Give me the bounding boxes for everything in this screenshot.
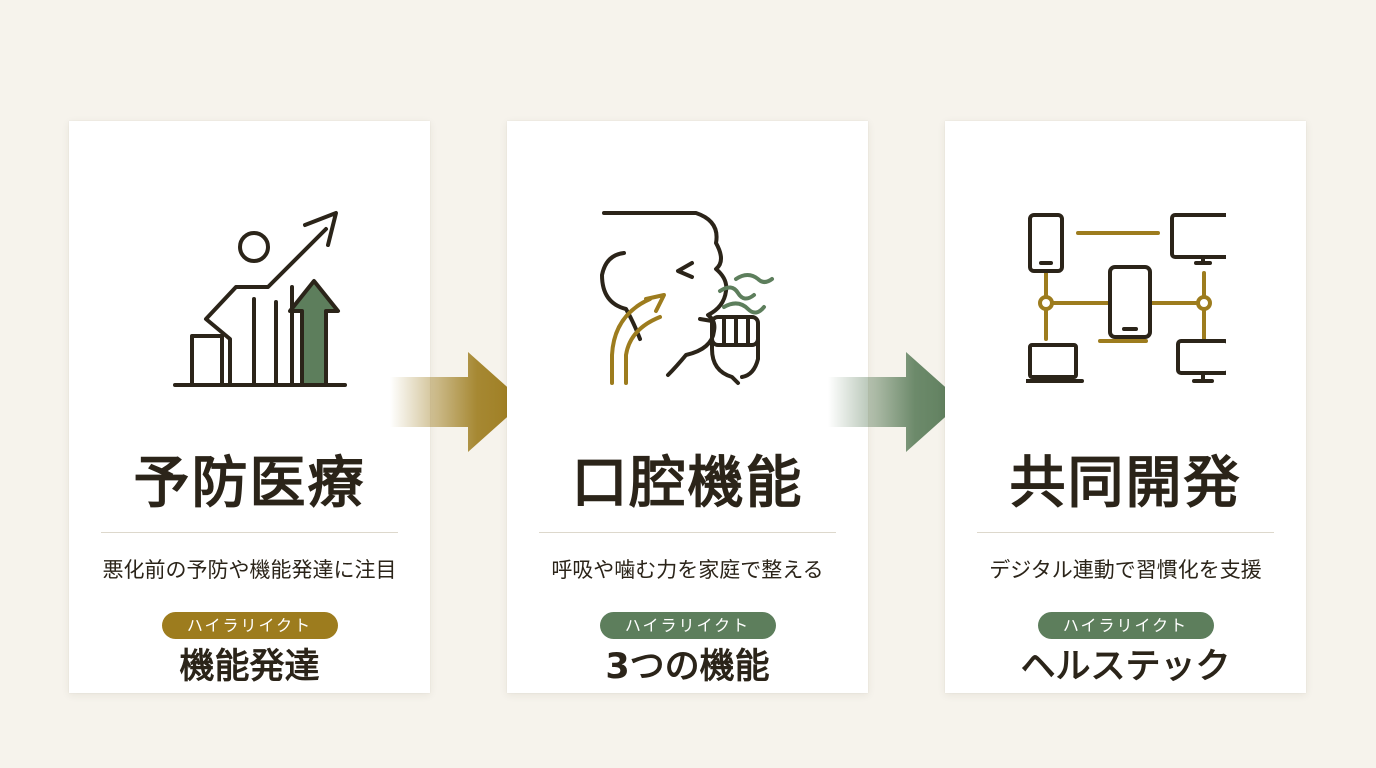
arrow-right-icon: [390, 350, 526, 458]
growth-chart-person-icon: [69, 199, 430, 409]
highlight-badge: ハイラリイクト: [599, 612, 776, 639]
card-preventive-medicine: 予防医療 悪化前の予防や機能発達に注目 ハイラリイクト 機能発達: [69, 121, 430, 693]
divider: [101, 532, 398, 533]
divider: [539, 532, 836, 533]
card-highlight: 3つの機能: [605, 647, 770, 687]
card-oral-function: 口腔機能 呼吸や噛む力を家庭で整える ハイラリイクト 3つの機能: [507, 121, 868, 693]
card-joint-development: 共同開発 デジタル連動で習慣化を支援 ハイラリイクト ヘルステック: [945, 121, 1306, 693]
card-description: 呼吸や噛む力を家庭で整える: [551, 558, 824, 582]
highlight-badge: ハイラリイクト: [161, 612, 338, 639]
card-highlight: 機能発達: [179, 647, 320, 687]
card-description: デジタル連動で習慣化を支援: [989, 558, 1262, 582]
card-highlight: ヘルステック: [1020, 647, 1231, 687]
connected-devices-icon: [945, 199, 1306, 409]
face-breathing-chew-icon: [507, 199, 868, 409]
highlight-badge: ハイラリイクト: [1037, 612, 1214, 639]
card-title: 予防医療: [133, 450, 366, 516]
divider: [977, 532, 1274, 533]
card-title: 共同開発: [1009, 450, 1242, 516]
arrow-right-icon: [828, 350, 964, 458]
card-description: 悪化前の予防や機能発達に注目: [102, 558, 397, 582]
card-title: 口腔機能: [571, 450, 804, 516]
